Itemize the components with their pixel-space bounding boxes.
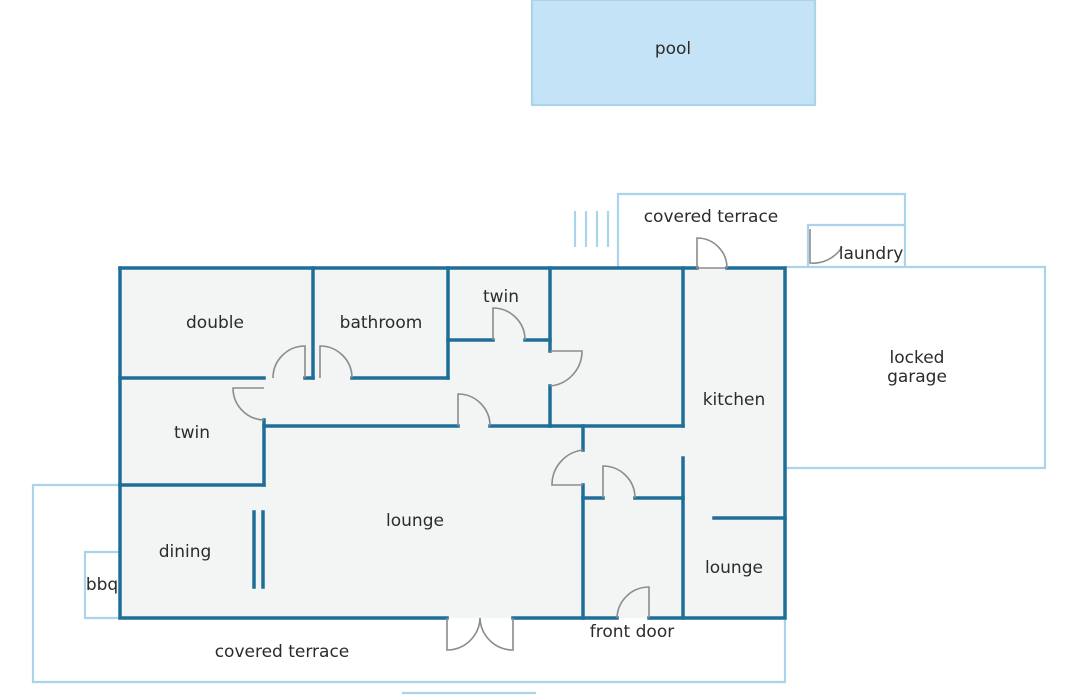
double-room-label: double	[186, 313, 244, 333]
bbq-label: bbq	[86, 575, 118, 595]
outdoor-outlines	[31, 192, 1047, 695]
laundry-label: laundry	[839, 244, 904, 264]
pool-area	[530, 0, 817, 107]
house-floor	[120, 268, 785, 618]
lounge-small-label: lounge	[705, 558, 763, 578]
twin-room-top-label: twin	[483, 287, 519, 307]
dining-label: dining	[159, 542, 212, 562]
bathroom-label: bathroom	[340, 313, 423, 333]
locked-garage-label-line1: locked	[890, 348, 945, 368]
twin-room-left-label: twin	[174, 423, 210, 443]
pool-label: pool	[655, 39, 691, 59]
house-walls	[118, 266, 787, 620]
lounge-main-label: lounge	[386, 511, 444, 531]
covered-terrace-top-label: covered terrace	[644, 207, 779, 227]
steps-icon	[573, 211, 610, 247]
locked-garage-label-line2: garage	[887, 367, 947, 387]
covered-terrace-bottom-label: covered terrace	[215, 642, 350, 662]
kitchen-label: kitchen	[703, 390, 766, 410]
doors	[232, 229, 843, 651]
front-door-label: front door	[590, 622, 674, 642]
